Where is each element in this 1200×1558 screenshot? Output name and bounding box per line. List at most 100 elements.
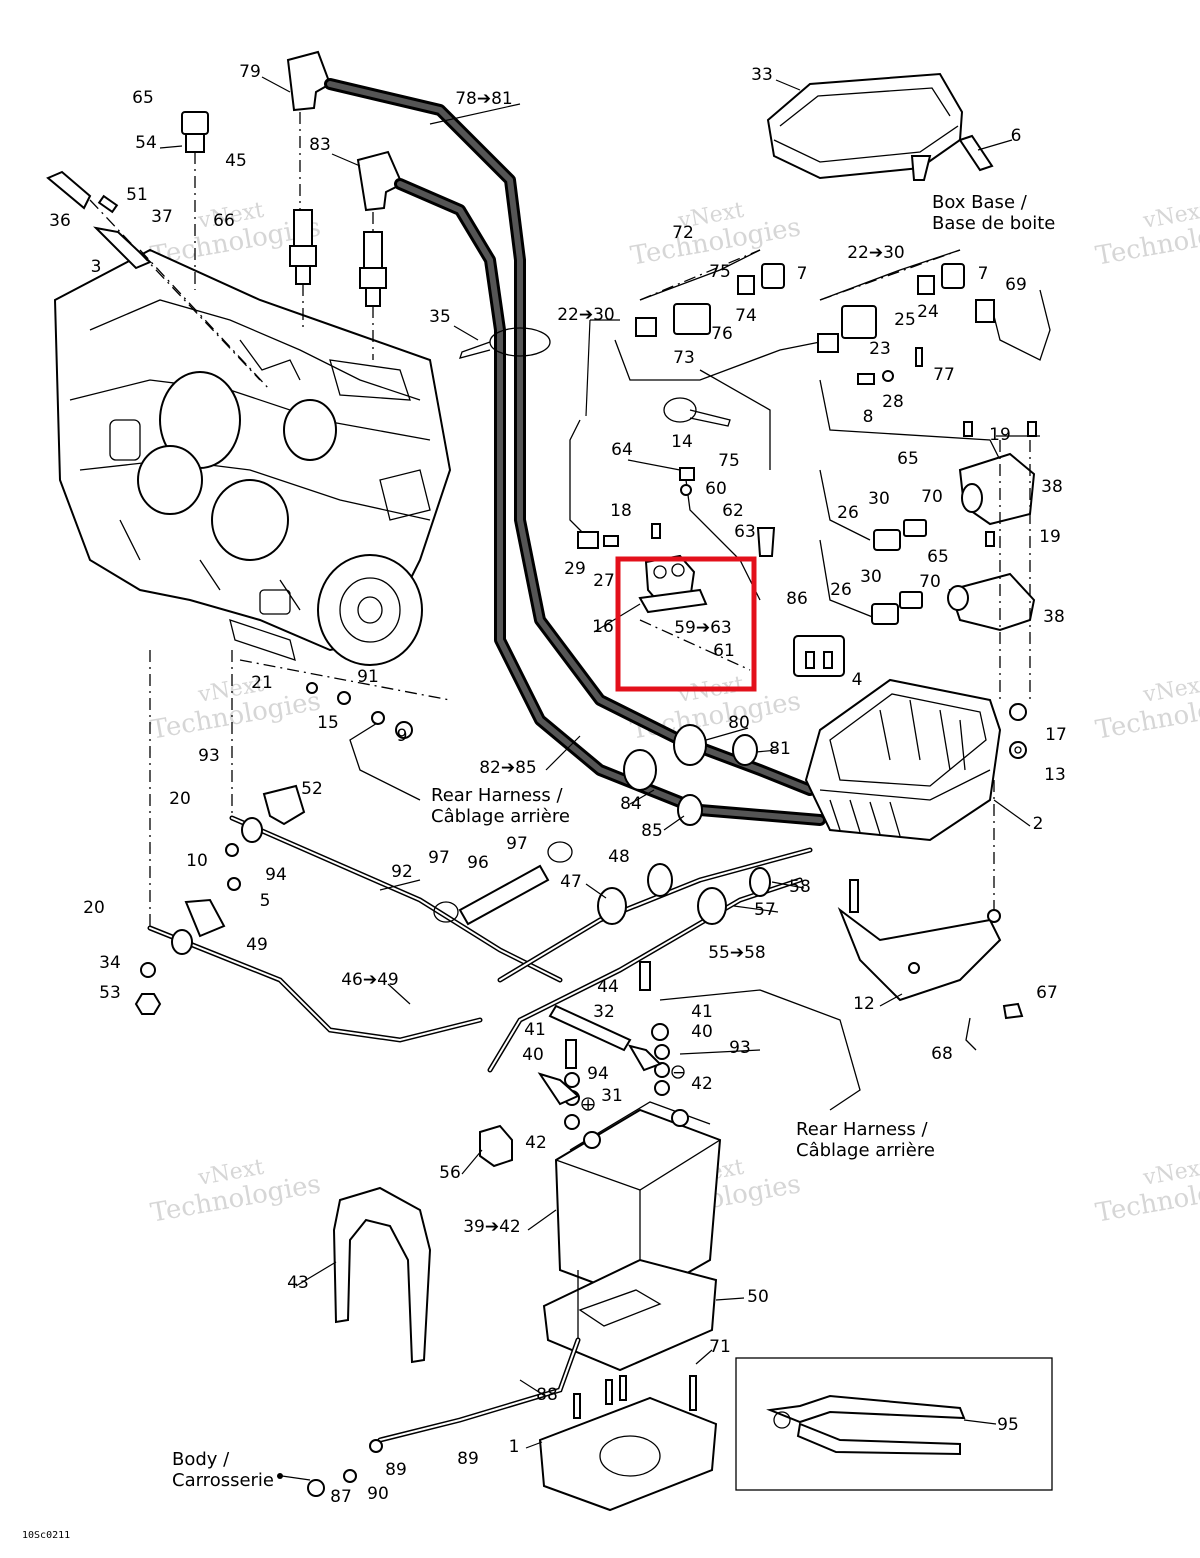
part-callout: 39➔42 [463, 1217, 521, 1237]
part-callout: 4 [852, 670, 863, 690]
part-callout: 21 [251, 673, 273, 693]
starter-cables [433, 841, 813, 1073]
part-callout: 31 [601, 1086, 623, 1106]
part-callout: 1 [509, 1437, 520, 1457]
part-callout: 40 [691, 1022, 713, 1042]
part-callout: 5 [260, 891, 271, 911]
diagram-caption-line: Rear Harness / [796, 1119, 929, 1140]
part-callout: 73 [673, 348, 695, 368]
part-callout: 89 [385, 1460, 407, 1480]
part-callout: 16 [592, 617, 614, 637]
part-callout: 12 [853, 994, 875, 1014]
rear-harness-wire [239, 659, 861, 1111]
part-callout: 59➔63 [674, 618, 732, 638]
clip-and-bolt-parts [46, 170, 271, 391]
part-callout: 46➔49 [341, 970, 399, 990]
diagram-caption-line: Rear Harness / [431, 785, 564, 806]
engine-block-drawing [53, 248, 452, 666]
part-callout: 66 [213, 211, 235, 231]
part-callout: 14 [671, 432, 693, 452]
part-callout: 74 [735, 306, 757, 326]
part-callout: 30 [860, 567, 882, 587]
part-callout: 6 [1011, 126, 1022, 146]
part-callout: 19 [1039, 527, 1061, 547]
part-callout: 35 [429, 307, 451, 327]
part-callout: 42 [525, 1133, 547, 1153]
part-callout: 72 [672, 223, 694, 243]
part-callout: 33 [751, 65, 773, 85]
highlight-box [615, 556, 757, 692]
part-callout: 68 [931, 1044, 953, 1064]
part-callout: 62 [722, 501, 744, 521]
part-callout: 49 [246, 935, 268, 955]
part-callout: 17 [1045, 725, 1067, 745]
part-callout: 24 [917, 302, 939, 322]
diagram-caption-line: Carrosserie [172, 1470, 274, 1491]
battery-plus-symbol: + [581, 1095, 595, 1115]
electrical-box-base [804, 678, 1027, 842]
part-callout: 27 [593, 571, 615, 591]
part-callout: 51 [126, 185, 148, 205]
part-callout: 48 [608, 847, 630, 867]
part-callout: 37 [151, 207, 173, 227]
part-callout: 7 [978, 264, 989, 284]
part-callout: 81 [769, 739, 791, 759]
part-callout: 25 [894, 310, 916, 330]
part-callout: 65 [927, 547, 949, 567]
part-callout: 44 [597, 977, 619, 997]
part-callout: 54 [135, 133, 157, 153]
part-callout: 85 [641, 821, 663, 841]
part-callout: 57 [754, 900, 776, 920]
part-callout: 61 [713, 641, 735, 661]
part-callout: 50 [747, 1287, 769, 1307]
part-callout: 38 [1041, 477, 1063, 497]
part-callout: 93 [198, 746, 220, 766]
crimp-tool-inset [735, 1357, 1053, 1491]
part-callout: 75 [709, 262, 731, 282]
box-cover [766, 72, 994, 181]
part-callout: 78➔81 [455, 89, 513, 109]
cable-tie-35 [459, 327, 551, 359]
part-callout: 42 [691, 1074, 713, 1094]
part-callout: 7 [797, 264, 808, 284]
cable-tie-14 [663, 397, 731, 427]
part-callout: 89 [457, 1449, 479, 1469]
diagram-caption-line: Câblage arrière [431, 806, 570, 827]
part-callout: 65 [132, 88, 154, 108]
part-callout: 58 [789, 877, 811, 897]
part-callout: 19 [989, 425, 1011, 445]
part-callout: 43 [287, 1273, 309, 1293]
battery-minus-symbol: − [672, 1063, 686, 1083]
part-callout: 84 [620, 794, 642, 814]
part-callout: 95 [997, 1415, 1019, 1435]
part-callout: 69 [1005, 275, 1027, 295]
battery-tray-and-strap [332, 1186, 718, 1372]
part-callout: 75 [718, 451, 740, 471]
battery-terminal-hardware: + − [537, 961, 686, 1130]
part-callout: 87 [330, 1487, 352, 1507]
part-callout: 3 [91, 257, 102, 277]
part-callout: 10 [186, 851, 208, 871]
part-callout: 18 [610, 501, 632, 521]
part-callout: 2 [1033, 814, 1044, 834]
part-callout: 70 [919, 572, 941, 592]
part-callout: 45 [225, 151, 247, 171]
part-callout: 34 [99, 953, 121, 973]
part-callout: 32 [593, 1002, 615, 1022]
part-callout: 52 [301, 779, 323, 799]
part-callout: 20 [83, 898, 105, 918]
part-callout: 90 [367, 1484, 389, 1504]
part-callout: 67 [1036, 983, 1058, 1003]
part-callout: 92 [391, 862, 413, 882]
part-callout: 96 [467, 853, 489, 873]
part-callout: 86 [786, 589, 808, 609]
part-callout: 29 [564, 559, 586, 579]
diagram-caption-line: Box Base / [932, 192, 1028, 213]
part-callout: 8 [863, 407, 874, 427]
temperature-sensor [181, 111, 209, 290]
part-callout: 56 [439, 1163, 461, 1183]
part-callout: 30 [868, 489, 890, 509]
